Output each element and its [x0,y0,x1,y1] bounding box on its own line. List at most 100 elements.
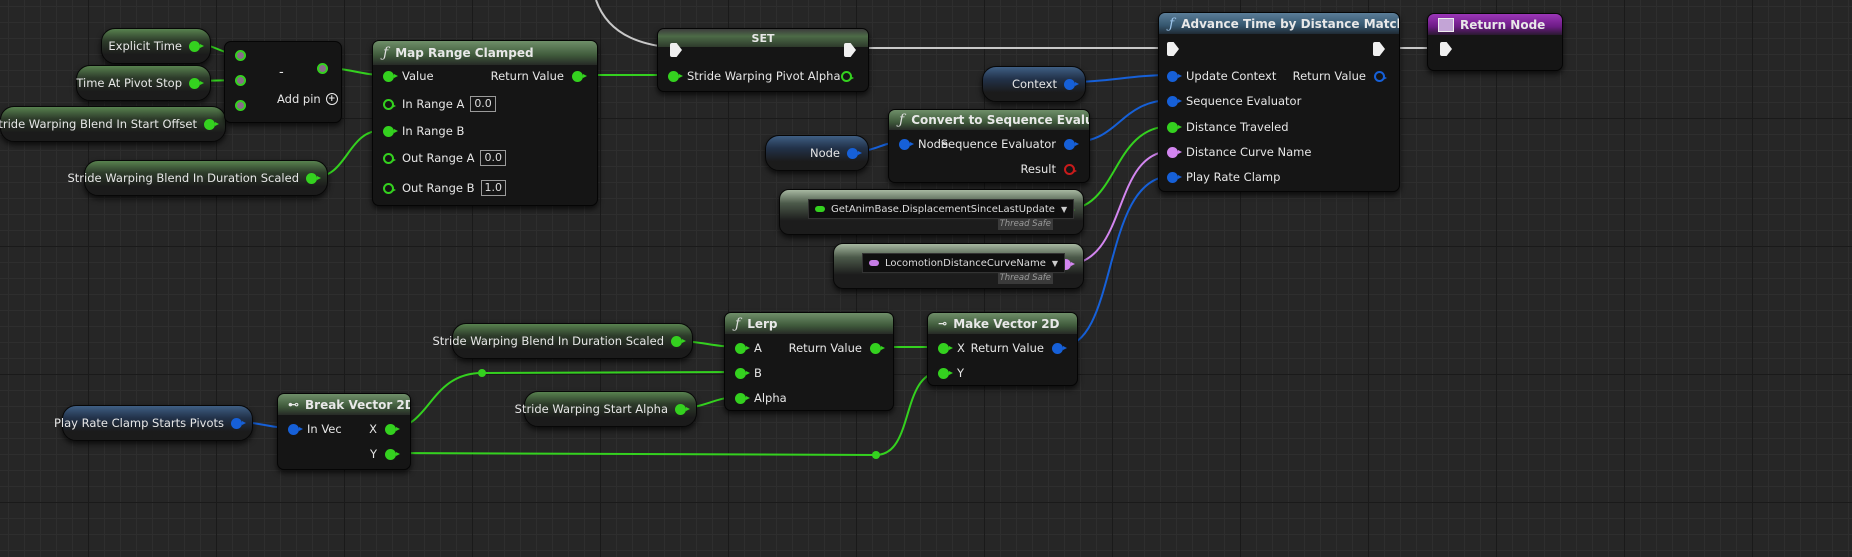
float-output-pin[interactable] [572,70,587,82]
thread-safe-badge: Thread Safe [997,273,1053,284]
exec-output-pin[interactable] [1373,42,1385,56]
property-access-curve-name[interactable]: LocomotionDistanceCurveName ▼ Thread Saf… [833,243,1084,289]
pin-row-x: X [369,420,400,438]
property-access-displacement[interactable]: GetAnimBase.DisplacementSinceLastUpdate … [779,189,1084,235]
subtract-input-pin-a[interactable] [235,50,246,61]
struct-output-pin[interactable] [1374,70,1387,82]
struct-input-pin[interactable] [1167,95,1182,107]
float-output-pin[interactable] [189,40,204,52]
struct-output-pin[interactable] [1052,342,1067,354]
node-title: Advance Time by Distance Matching [1181,16,1399,31]
set-node[interactable]: SET Stride Warping Pivot Alpha [657,28,869,92]
make-vector-2d-node[interactable]: ⊸ Make Vector 2D X Y Return Value [927,312,1078,386]
map-range-clamped-node[interactable]: ƒ Map Range Clamped Value In Range A 0.0… [372,40,598,206]
node-title: Break Vector 2D [305,397,410,412]
subtract-node[interactable]: - Add pin + [224,41,342,123]
pin-row-y: Y [938,364,964,382]
float-output-pin[interactable] [675,403,690,415]
node-header: ƒ Lerp [725,313,893,334]
wire-context [1071,74,1173,83]
var-explicit-time[interactable]: Explicit Time [101,28,211,64]
pin-row-y: Y [370,445,400,463]
struct-input-pin[interactable] [899,138,914,150]
float-output-pin[interactable] [841,71,854,82]
return-node[interactable]: Return Node [1427,13,1563,71]
subtract-input-pin-c[interactable] [235,100,246,111]
struct-output-pin[interactable] [1064,138,1079,150]
pin-label: Distance Curve Name [1186,145,1312,159]
float-output-pin[interactable] [870,342,885,354]
property-path-field[interactable]: LocomotionDistanceCurveName ▼ [862,253,1066,273]
function-icon: ƒ [383,45,389,61]
float-output-pin[interactable] [204,118,219,130]
float-output-pin[interactable] [671,335,686,347]
var-start-alpha[interactable]: Stride Warping Start Alpha [515,391,697,427]
struct-input-pin[interactable] [1167,171,1182,183]
name-type-chip [869,260,879,266]
exec-output-pin[interactable] [844,43,856,57]
pin-label: Sequence Evaluator [1186,94,1302,108]
struct-input-pin[interactable] [1167,70,1182,82]
pin-row-return-value: Return Value [789,339,885,357]
subtract-output-pin[interactable] [317,63,328,74]
float-output-pin[interactable] [189,77,204,89]
name-input-pin[interactable] [1167,146,1182,158]
break-vector-2d-node[interactable]: ⊷ Break Vector 2D In Vec X Y [277,393,411,470]
var-label: Stride Warping Blend In Start Offset [0,117,197,131]
out-range-b-input[interactable]: 1.0 [480,180,506,196]
var-label: Time At Pivot Stop [76,76,182,90]
name-output-pin[interactable] [1060,259,1075,270]
float-output-pin[interactable] [385,448,400,460]
float-output-pin[interactable] [385,423,400,435]
struct-output-pin[interactable] [231,417,246,429]
pin-row-return-value: Return Value [1293,67,1387,85]
exec-input-pin[interactable] [670,43,682,57]
float-input-pin[interactable] [735,392,750,404]
pin-row-alpha: Alpha [735,389,787,407]
float-input-pin[interactable] [383,152,396,164]
bool-output-pin[interactable] [1064,163,1077,175]
var-play-rate-clamp-starts-pivots[interactable]: Play Rate Clamp Starts Pivots [54,405,253,441]
var-context[interactable]: Context [982,66,1086,102]
struct-input-pin[interactable] [288,423,303,435]
pin-row-in-vec: In Vec [288,420,342,438]
var-node[interactable]: Node [765,135,869,171]
float-input-pin[interactable] [938,367,953,379]
reroute-knot [478,369,486,377]
pin-label: Result [1020,162,1056,176]
var-blend-in-duration-scaled-2[interactable]: Stride Warping Blend In Duration Scaled [433,323,693,359]
lerp-node[interactable]: ƒ Lerp A B Alpha Return Value [724,312,894,411]
add-pin-button[interactable]: Add pin + [277,92,338,106]
out-range-a-input[interactable]: 0.0 [480,150,506,166]
struct-output-pin[interactable] [1064,78,1079,90]
subtract-input-pin-b[interactable] [235,75,246,86]
pin-row-return: Return Value [491,67,587,85]
property-path-field[interactable]: GetAnimBase.DisplacementSinceLastUpdate … [808,199,1075,219]
float-input-pin[interactable] [735,367,750,379]
float-input-pin[interactable] [383,125,398,137]
pin-label: In Vec [307,422,342,436]
in-range-a-input[interactable]: 0.0 [470,96,496,112]
advance-time-by-distance-matching-node[interactable]: ƒ Advance Time by Distance Matching Upda… [1158,12,1400,192]
float-input-pin[interactable] [383,98,396,110]
var-time-at-pivot-stop[interactable]: Time At Pivot Stop [76,65,211,101]
exec-input-pin[interactable] [1440,42,1452,56]
function-icon: ƒ [1169,15,1175,32]
convert-to-sequence-evaluator-node[interactable]: ƒ Convert to Sequence Evaluator Node Seq… [888,109,1090,183]
float-input-pin[interactable] [735,342,750,354]
float-input-pin[interactable] [1167,121,1182,133]
exec-input-pin[interactable] [1167,42,1179,56]
var-blend-in-start-offset[interactable]: Stride Warping Blend In Start Offset [0,106,226,142]
float-input-pin[interactable] [938,342,953,354]
float-input-pin[interactable] [383,70,398,82]
node-header: ƒ Map Range Clamped [373,41,597,65]
pin-row-node: Node [899,135,948,153]
pin-label: In Range B [402,124,465,138]
float-output-pin[interactable] [306,172,321,184]
var-blend-in-duration-scaled[interactable]: Stride Warping Blend In Duration Scaled [68,160,328,196]
struct-output-pin[interactable] [847,147,862,159]
pin-row-sequence-evaluator: Sequence Evaluator [1167,92,1301,110]
float-input-pin[interactable] [668,70,683,82]
pin-row-in-range-b: In Range B [383,122,464,140]
float-input-pin[interactable] [383,182,396,194]
